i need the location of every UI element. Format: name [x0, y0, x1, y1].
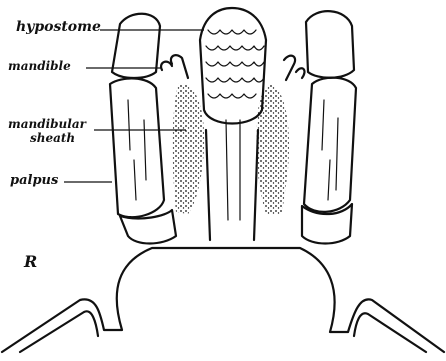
right-palpus: [302, 11, 356, 243]
label-hypostome: hypostome: [16, 20, 101, 34]
label-mandibular-sheath-2: sheath: [30, 132, 75, 144]
left-palpus: [110, 14, 176, 244]
left-mandibular-sheath: [173, 84, 205, 214]
label-mandible: mandible: [8, 60, 71, 72]
label-palpus: palpus: [10, 174, 58, 187]
mandibles: [161, 55, 304, 80]
label-mandibular-sheath-1: mandibular: [8, 118, 86, 130]
artist-monogram: R: [24, 254, 37, 270]
basis-capituli: [2, 248, 444, 352]
